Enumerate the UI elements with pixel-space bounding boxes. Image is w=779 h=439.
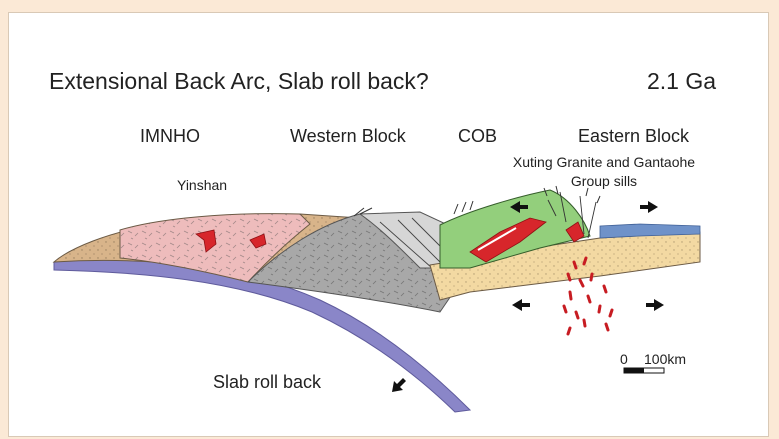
slab-roll-back-label: Slab roll back bbox=[213, 372, 321, 393]
region-cob: COB bbox=[458, 126, 497, 147]
scale-value-label: 100km bbox=[644, 351, 686, 367]
region-western-block: Western Block bbox=[290, 126, 406, 147]
region-eastern-block: Eastern Block bbox=[578, 126, 689, 147]
scale-bar bbox=[624, 368, 664, 373]
age-label: 2.1 Ga bbox=[647, 68, 716, 95]
xuting-label-line1: Xuting Granite and Gantaohe bbox=[509, 154, 699, 170]
xuting-label-line2: Group sills bbox=[509, 173, 699, 189]
scale-zero-label: 0 bbox=[620, 351, 628, 367]
yinshan-label: Yinshan bbox=[177, 177, 227, 193]
region-imnho: IMNHO bbox=[140, 126, 200, 147]
diagram-title: Extensional Back Arc, Slab roll back? bbox=[49, 68, 429, 95]
